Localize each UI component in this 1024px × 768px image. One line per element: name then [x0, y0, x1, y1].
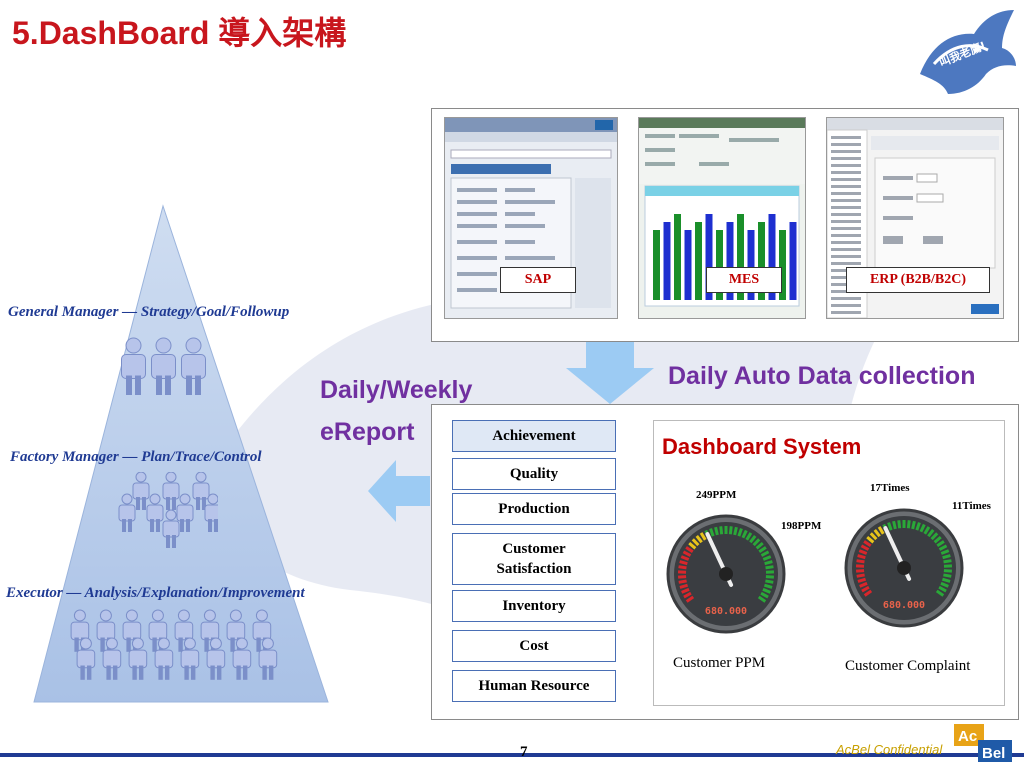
gauge-complaint-top-value: 17Times — [870, 482, 910, 494]
gauge-ppm-top-value: 249PPM — [696, 489, 737, 501]
person-icon — [154, 637, 174, 680]
gauge-customer-complaint: 680.000 — [844, 508, 964, 628]
person-icon — [118, 493, 136, 532]
person-icon — [204, 493, 218, 532]
menu-cost-button[interactable]: Cost — [452, 630, 616, 662]
person-icon — [181, 337, 206, 395]
person-icon — [102, 637, 122, 680]
person-icon — [176, 493, 194, 532]
dashboard-title: Dashboard System — [662, 434, 862, 459]
arrow-left-icon — [368, 460, 430, 522]
gauge-odometer: 680.000 — [705, 606, 747, 617]
source-tag-sap: SAP — [500, 267, 576, 293]
erp-screen-graphic — [827, 118, 1003, 318]
person-icon — [162, 509, 180, 548]
pyramid-level-factory-manager: Factory Manager — Plan/Trace/Control — [10, 449, 262, 465]
person-icon — [151, 337, 176, 395]
collection-label: Daily Auto Data collection — [668, 362, 976, 390]
org-pyramid — [33, 204, 329, 703]
person-icon — [232, 637, 252, 680]
person-icon — [180, 637, 200, 680]
people-group-factory-manager — [118, 472, 218, 548]
gauge-odometer: 680.000 — [883, 600, 925, 611]
person-icon — [162, 472, 180, 510]
person-icon — [258, 637, 278, 680]
report-label-line1: Daily/Weekly — [320, 376, 473, 404]
slide-title: 5.DashBoard 導入架構 — [12, 15, 347, 51]
source-tag-mes: MES — [706, 267, 782, 293]
pyramid-level-executor: Executor — Analysis/Explanation/Improvem… — [6, 585, 305, 601]
person-icon — [192, 472, 210, 510]
footer-bar — [0, 753, 1024, 757]
gauge-complaint-caption: Customer Complaint — [845, 658, 971, 674]
people-group-executor — [70, 609, 278, 680]
mes-screen-graphic — [639, 118, 805, 307]
arrow-down-icon — [566, 338, 654, 404]
gauge-ppm-caption: Customer PPM — [673, 655, 766, 671]
gauge-ppm-right-value: 198PPM — [781, 520, 822, 532]
report-label-line2: eReport — [320, 418, 415, 446]
person-icon — [128, 637, 148, 680]
menu-quality-button[interactable]: Quality — [452, 458, 616, 490]
person-icon — [121, 337, 146, 395]
people-group-general-manager — [121, 337, 206, 395]
person-icon — [132, 472, 150, 510]
acbel-logo-text-bottom: Bel — [982, 745, 1005, 762]
acbel-logo-icon: Ac Bel — [954, 724, 1012, 762]
menu-achievement-button[interactable]: Achievement — [452, 420, 616, 452]
gauge-complaint-right-value: 11Times — [952, 500, 991, 512]
eagle-logo-icon: 叫我老鷹! — [920, 10, 1016, 94]
person-icon — [206, 637, 226, 680]
gauge-customer-ppm: 680.000 — [666, 514, 786, 634]
person-icon — [146, 493, 164, 532]
data-sources-panel: SAP MES ERP (B2B/B2C) — [431, 108, 1019, 342]
pyramid-level-general-manager: General Manager — Strategy/Goal/Followup — [8, 304, 290, 320]
acbel-logo-text-top: Ac — [958, 728, 977, 745]
confidential-label: AcBel Confidential — [836, 742, 943, 757]
menu-customer-satisfaction-button[interactable]: Customer Satisfaction — [452, 533, 616, 585]
source-tag-erp: ERP (B2B/B2C) — [846, 267, 990, 293]
menu-production-button[interactable]: Production — [452, 493, 616, 525]
page-number: 7 — [520, 744, 528, 760]
menu-inventory-button[interactable]: Inventory — [452, 590, 616, 622]
menu-human-resource-button[interactable]: Human Resource — [452, 670, 616, 702]
person-icon — [76, 637, 96, 680]
